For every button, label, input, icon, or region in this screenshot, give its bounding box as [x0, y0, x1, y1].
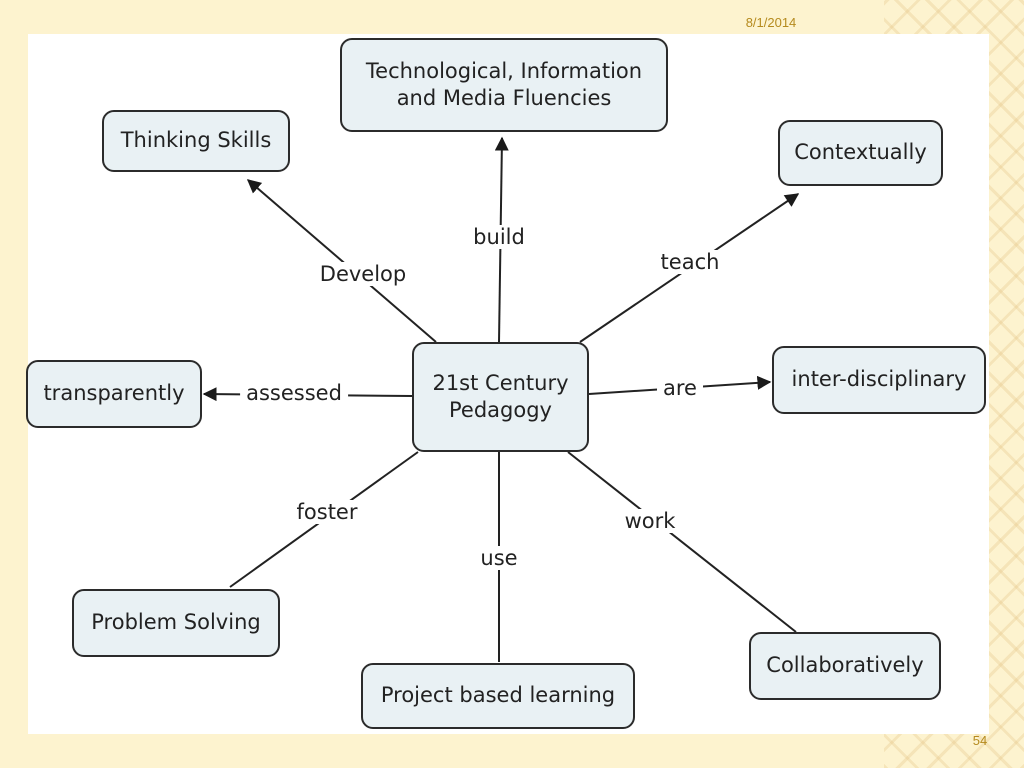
link-label-assessed: assessed [240, 381, 348, 405]
node-project-based-learning: Project based learning [361, 663, 635, 729]
node-thinking-skills: Thinking Skills [102, 110, 290, 172]
link-label-work: work [618, 509, 682, 533]
link-label-use: use [474, 546, 524, 570]
node-problem-solving: Problem Solving [72, 589, 280, 657]
link-label-are: are [657, 376, 703, 400]
link-label-develop: Develop [313, 262, 413, 286]
link-label-build: build [467, 225, 531, 249]
link-label-teach: teach [654, 250, 726, 274]
concept-map-panel: build Develop teach assessed are foster … [26, 34, 989, 734]
node-technological-fluencies: Technological, Information and Media Flu… [340, 38, 668, 132]
line-work [567, 451, 797, 633]
node-inter-disciplinary: inter-disciplinary [772, 346, 986, 414]
slide-date: 8/1/2014 [745, 15, 797, 30]
line-develop [246, 179, 437, 343]
link-label-foster: foster [290, 500, 364, 524]
page-number: 54 [972, 733, 988, 748]
node-collaboratively: Collaboratively [749, 632, 941, 700]
node-contextually: Contextually [778, 120, 943, 186]
node-transparently: transparently [26, 360, 202, 428]
node-center: 21st Century Pedagogy [412, 342, 589, 452]
